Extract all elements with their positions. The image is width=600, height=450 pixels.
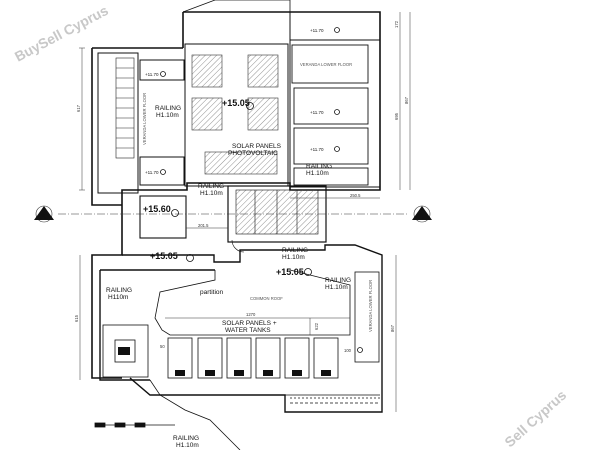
railing-label-7: RAILING (173, 435, 199, 442)
lower-block-outline (99, 244, 383, 450)
room-1560 (139, 195, 187, 239)
solar-pv-label-1: SOLAR PANELS (232, 143, 282, 150)
section-arrow-right (412, 206, 432, 220)
dim-695: 695 (394, 112, 399, 120)
railing-h-label-1: H1.10m (156, 112, 179, 119)
dim-1270: 1270 (246, 312, 256, 317)
dim-867-top: 867 (404, 96, 409, 104)
water-tanks (167, 337, 339, 379)
level-marker-symbols (160, 27, 363, 353)
lower-interior (102, 269, 380, 378)
dim-2015: 201.5 (198, 223, 209, 228)
level-1170-e: +11.70 (310, 147, 324, 152)
solar-pv-panels (191, 54, 279, 175)
dim-867-bottom: 867 (390, 324, 395, 332)
railing-h-label-3: H1.10m (200, 190, 223, 197)
level-1170-b: +11.70 (145, 170, 159, 175)
level-1505-b: +15.05 (150, 251, 178, 261)
level-1505-c: +15.05 (276, 267, 304, 277)
railing-label-4: RAILING (282, 247, 308, 254)
railing-label-1: RAILING (155, 105, 181, 112)
scale-bar (94, 422, 175, 428)
dim-2505: 250.5 (350, 193, 361, 198)
dim-50: 50 (160, 344, 165, 349)
veranda-label-lower: VERANDA LOWER FLOOR (368, 280, 373, 332)
dim-172: 172 (394, 20, 399, 28)
section-line (35, 205, 431, 223)
veranda-panels (291, 44, 369, 186)
railing-label-3: RAILING (198, 183, 224, 190)
watermark-bottom-right: Sell Cyprus (501, 387, 569, 450)
railing-label-6: RAILING (325, 277, 351, 284)
solar-wt-label-2: WATER TANKS (225, 327, 271, 334)
watermark-top-left: BuySell Cyprus (12, 2, 111, 65)
railing-h-label-6: H1.10m (325, 284, 348, 291)
common-roof-label: COMMON ROOF (250, 296, 283, 301)
level-1170-a: +11.70 (145, 72, 159, 77)
upper-interior-walls (97, 11, 381, 194)
solar-pv-label-2: PHOTOVOLTAIC (228, 150, 278, 157)
section-mark-left: A (40, 212, 46, 221)
railing-h-label-7: H1.10m (176, 442, 199, 449)
railing-label-2: RAILING (306, 163, 332, 170)
level-1505-a: +15.05 (222, 98, 250, 108)
veranda-label-right: VERANDA LOWER FLOOR (300, 62, 352, 67)
level-1170-d: +11.70 (310, 110, 324, 115)
dim-622: 622 (314, 322, 319, 330)
railing-h-label-4: H1.10m (282, 254, 305, 261)
dimension-lines (79, 12, 411, 412)
veranda-label-left: VERANDA LOWER FLOOR (142, 93, 147, 145)
dim-100: 100 (344, 348, 352, 353)
dim-617: 617 (76, 104, 81, 112)
railing-h-label-5: H110m (108, 294, 128, 301)
central-core (227, 185, 327, 253)
railing-h-label-2: H1.10m (306, 170, 329, 177)
dim-615: 615 (74, 314, 79, 322)
level-1560: +15.60 (143, 204, 171, 214)
solar-wt-label-1: SOLAR PANELS + (222, 320, 277, 327)
bottom-railing (285, 394, 380, 404)
section-mark-right: A (418, 212, 424, 221)
partition-label: partition (200, 289, 224, 296)
level-1170-c: +11.70 (310, 28, 324, 33)
stair-block (115, 57, 135, 159)
water-tank-markers (118, 347, 331, 376)
railing-label-5: RAILING (106, 287, 132, 294)
section-arrow-left (34, 206, 54, 220)
